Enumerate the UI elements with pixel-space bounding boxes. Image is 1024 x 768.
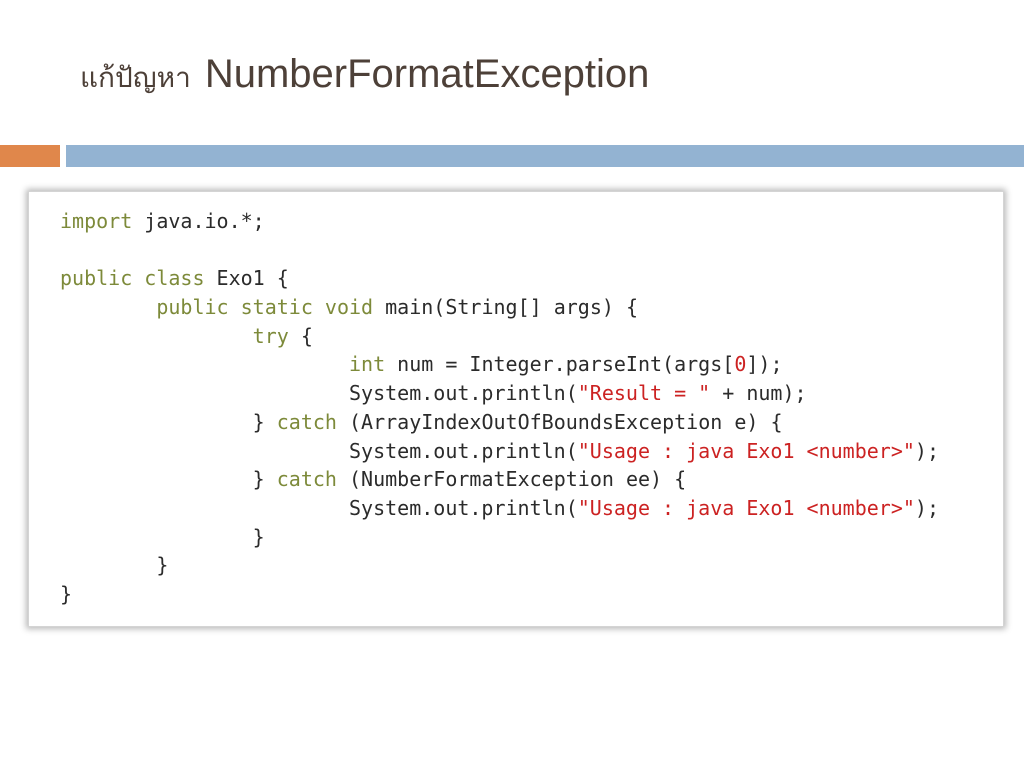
code-text: (NumberFormatException ee) { (336, 467, 687, 492)
code-line: System.out.println("Usage : java Exo1 <n… (60, 437, 939, 466)
code-line: public static void main(String[] args) { (60, 293, 939, 322)
code-line: } catch (NumberFormatException ee) { (60, 465, 939, 494)
code-text (60, 352, 349, 376)
code-text: } (60, 553, 169, 578)
code-text: } (60, 409, 277, 434)
code-text: num = Integer.parseInt(args[ (385, 352, 735, 377)
code-text: { (288, 323, 313, 348)
code-line: System.out.println("Usage : java Exo1 <n… (60, 494, 939, 523)
code-text: java.io.*; (132, 209, 265, 233)
code-text (60, 295, 156, 319)
code-text: } (60, 581, 73, 606)
slide-title: แก้ปัญหา NumberFormatException (80, 52, 649, 112)
code-line: System.out.println("Result = " + num); (60, 379, 939, 408)
code-line: public class Exo1 { (60, 264, 939, 293)
code-keyword: public class (60, 266, 205, 291)
accent-bar-blue (66, 145, 1024, 167)
code-line: int num = Integer.parseInt(args[0]); (60, 350, 939, 379)
accent-bar-orange (0, 145, 60, 167)
code-string: "Usage : java Exo1 <number>" (577, 495, 915, 520)
code-text: ); (914, 495, 940, 520)
code-line: } (60, 580, 939, 609)
code-number: 0 (734, 352, 747, 377)
slide-title-english: NumberFormatException (204, 52, 650, 96)
code-text: + num); (710, 381, 807, 406)
code-text: ]); (746, 352, 783, 377)
code-string: "Result = " (577, 381, 711, 406)
code-keyword: catch (276, 467, 337, 492)
code-keyword: try (252, 323, 289, 348)
code-string: "Usage : java Exo1 <number>" (577, 438, 915, 463)
code-line (60, 236, 939, 265)
code-keyword: public static void (156, 295, 374, 320)
code-screenshot-frame: import java.io.*; public class Exo1 { pub… (28, 191, 1004, 627)
code-keyword: catch (276, 409, 337, 434)
code-line: } (60, 551, 939, 580)
code-text: (ArrayIndexOutOfBoundsException e) { (336, 409, 783, 434)
code-text: } (60, 524, 265, 549)
code-block: import java.io.*; public class Exo1 { pub… (60, 207, 939, 609)
code-text: main(String[] args) { (373, 295, 638, 320)
code-line: } catch (ArrayIndexOutOfBoundsException … (60, 408, 939, 437)
code-text: Exo1 { (204, 266, 289, 291)
code-text: ); (914, 438, 940, 463)
code-text: } (60, 467, 277, 492)
code-text: System.out.println( (60, 381, 578, 406)
code-keyword: import (60, 209, 133, 233)
code-text (60, 324, 253, 348)
code-keyword: int (348, 352, 386, 377)
code-line: try { (60, 322, 939, 351)
code-line: import java.io.*; (60, 207, 939, 236)
code-text: System.out.println( (60, 438, 578, 463)
slide-title-thai: แก้ปัญหา (80, 61, 191, 94)
code-text: System.out.println( (60, 495, 578, 520)
code-line: } (60, 523, 939, 552)
